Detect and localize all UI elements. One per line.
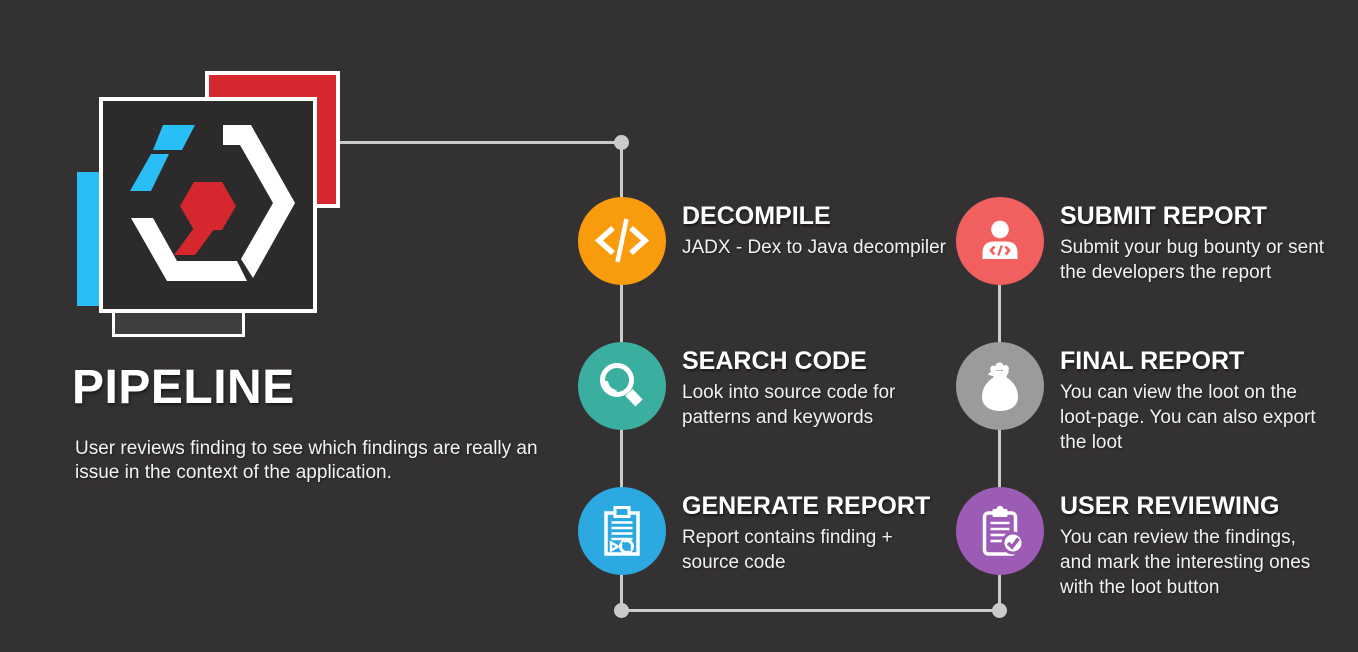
step-title: GENERATE REPORT xyxy=(682,492,931,520)
step-description: Look into source code for patterns and k… xyxy=(682,382,896,428)
submit-report-step-circle xyxy=(956,197,1044,285)
connector-node-top xyxy=(614,135,629,150)
generate-report-step-circle xyxy=(578,487,666,575)
magnifier-icon xyxy=(600,363,643,407)
user-reviewing-step-circle xyxy=(956,487,1044,575)
step-description: Submit your bug bounty or sent the devel… xyxy=(1060,237,1325,283)
report-icon xyxy=(604,506,640,556)
final-report-step-circle xyxy=(956,342,1044,430)
step-title: DECOMPILE xyxy=(682,202,831,230)
connector-top-horizontal xyxy=(340,141,622,144)
search-code-step-circle xyxy=(578,342,666,430)
person-code-icon xyxy=(982,220,1018,259)
connector-node-bottom-right xyxy=(992,603,1007,618)
step-description: JADX - Dex to Java decompiler xyxy=(682,237,946,258)
step-title: USER REVIEWING xyxy=(1060,492,1280,520)
code-icon xyxy=(594,218,650,263)
step-description: You can review the findings, and mark th… xyxy=(1060,527,1311,598)
step-final-report: FINAL REPORT You can view the loot on th… xyxy=(956,342,1316,453)
step-title: SUBMIT REPORT xyxy=(1060,202,1267,230)
step-description: Report contains finding + source code xyxy=(682,527,893,573)
code-hexagon-logo-icon xyxy=(130,125,295,281)
page-title: PIPELINE xyxy=(72,361,295,414)
decompile-step-circle xyxy=(578,197,666,285)
money-bag-icon xyxy=(982,362,1018,411)
step-submit-report: SUBMIT REPORT Submit your bug bounty or … xyxy=(956,197,1324,285)
step-title: SEARCH CODE xyxy=(682,347,867,375)
clipboard-check-icon xyxy=(982,505,1025,556)
step-generate-report: GENERATE REPORT Report contains finding … xyxy=(578,487,930,575)
step-description: You can view the loot on the loot-page. … xyxy=(1060,382,1316,453)
step-decompile: DECOMPILE JADX - Dex to Java decompiler xyxy=(578,197,946,285)
connector-node-bottom-left xyxy=(614,603,629,618)
step-search-code: SEARCH CODE Look into source code for pa… xyxy=(578,342,895,430)
connector-bottom-horizontal xyxy=(622,609,1000,612)
step-user-reviewing: USER REVIEWING You can review the findin… xyxy=(956,487,1310,598)
page-description: User reviews finding to see which findin… xyxy=(75,438,538,483)
step-title: FINAL REPORT xyxy=(1060,347,1245,375)
